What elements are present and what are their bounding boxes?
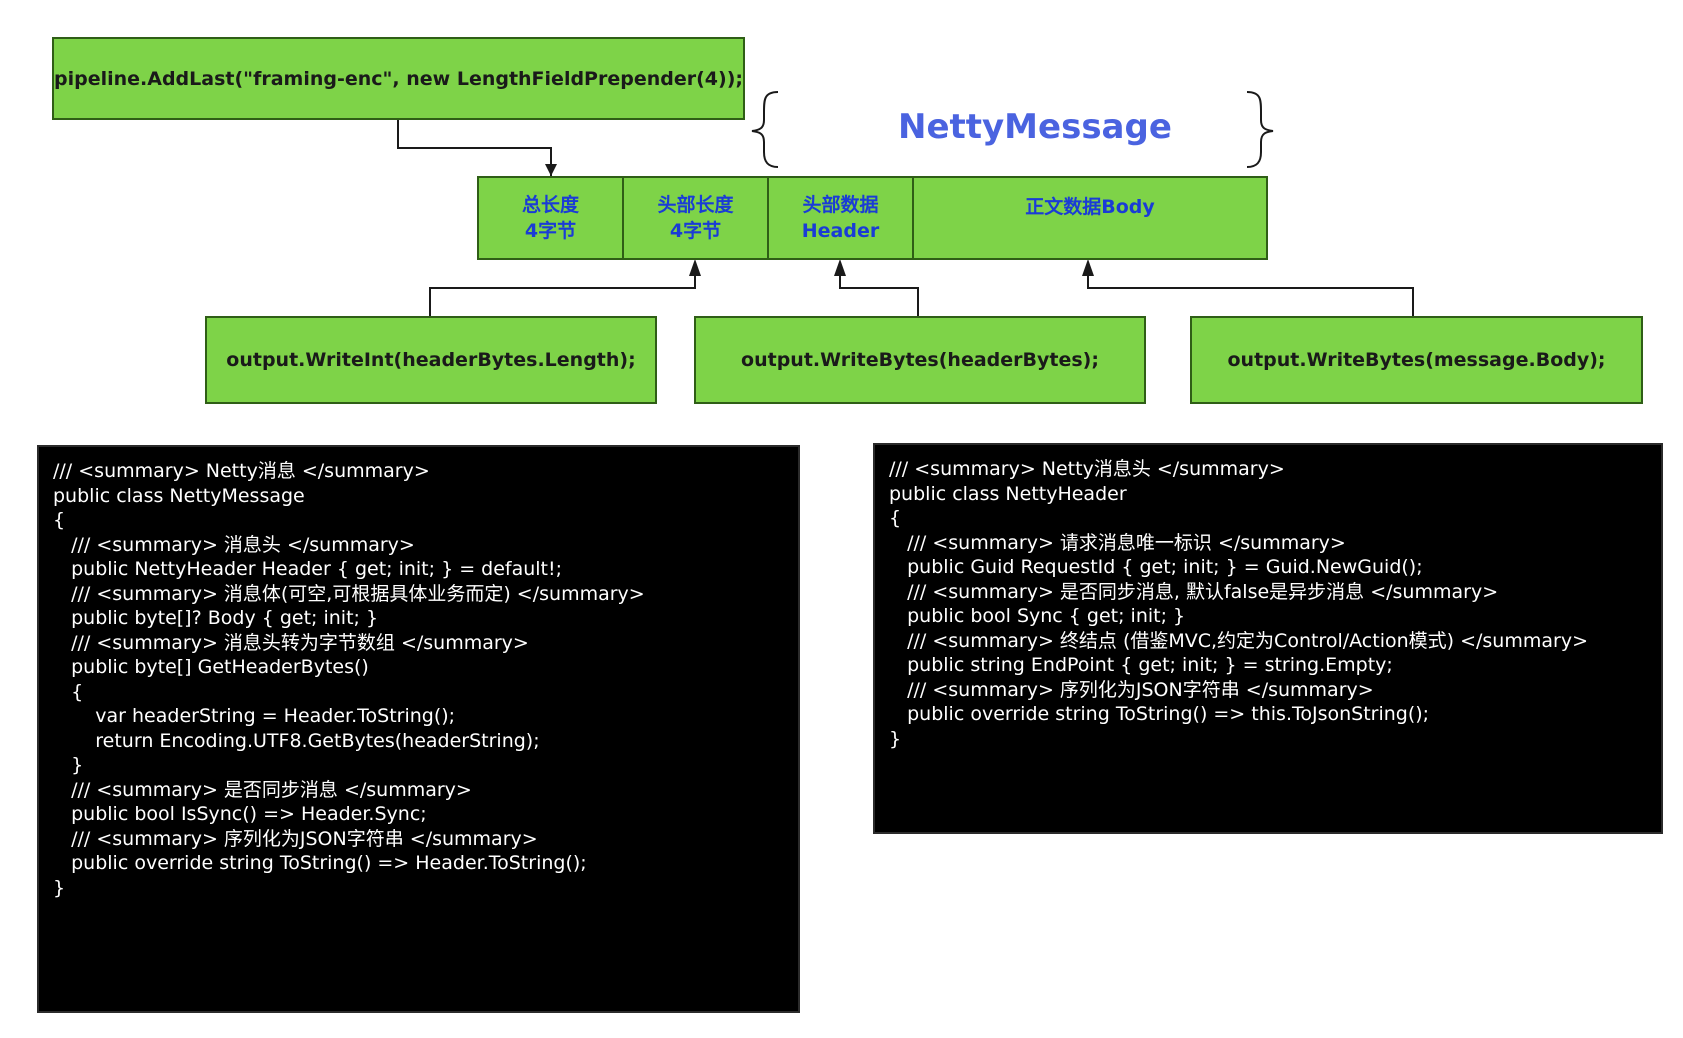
field-header-length-line1: 头部长度 <box>657 194 734 216</box>
code-line: /// <summary> Netty消息 </summary> <box>53 460 430 482</box>
code-line: public byte[] GetHeaderBytes() <box>53 656 369 678</box>
field-body-line1: 正文数据Body <box>1025 196 1155 218</box>
code-line: public override string ToString() => Hea… <box>53 852 587 874</box>
code-line: public override string ToString() => thi… <box>889 703 1430 725</box>
code-line: /// <summary> 终结点 (借鉴MVC,约定为Control/Acti… <box>889 629 1588 652</box>
code-line: { <box>889 507 902 529</box>
write-body-text: output.WriteBytes(message.Body); <box>1227 349 1606 371</box>
code-line: { <box>53 680 84 703</box>
code-line: } <box>53 876 66 899</box>
arrow-writeint-to-header-length <box>429 272 696 316</box>
code-line: public NettyHeader Header { get; init; }… <box>53 558 563 580</box>
netty-header-code-block: /// <summary> Netty消息头 </summary> public… <box>873 443 1663 834</box>
field-header-length: 头部长度 4字节 <box>622 176 769 260</box>
code-line: /// <summary> 消息体(可空,可根据具体业务而定) </summar… <box>53 582 645 605</box>
code-line: /// <summary> 消息头 </summary> <box>53 533 415 556</box>
code-line: } <box>889 727 902 750</box>
left-brace <box>751 91 779 168</box>
code-line: public class NettyHeader <box>889 482 1127 505</box>
field-total-length: 总长度 4字节 <box>477 176 624 260</box>
arrow-writebytes-to-header <box>839 272 919 316</box>
netty-message-code-block: /// <summary> Netty消息 </summary> public … <box>37 445 800 1013</box>
pipeline-add-last-box: pipeline.AddLast("framing-enc", new Leng… <box>52 37 745 120</box>
arrow-writebody-to-body <box>1087 272 1414 316</box>
code-line: /// <summary> 是否同步消息 </summary> <box>53 778 472 801</box>
write-body-box: output.WriteBytes(message.Body); <box>1190 316 1643 404</box>
field-header-length-line2: 4字节 <box>669 220 722 242</box>
field-header-data-line1: 头部数据 <box>802 194 879 216</box>
write-int-box: output.WriteInt(headerBytes.Length); <box>205 316 657 404</box>
code-line: public bool IsSync() => Header.Sync; <box>53 803 427 825</box>
code-line: /// <summary> Netty消息头 </summary> <box>889 458 1285 480</box>
code-line: public byte[]? Body { get; init; } <box>53 607 379 629</box>
code-line: /// <summary> 序列化为JSON字符串 </summary> <box>889 678 1374 701</box>
pipeline-add-last-text: pipeline.AddLast("framing-enc", new Leng… <box>54 67 743 90</box>
right-brace <box>1246 91 1274 168</box>
code-line: public bool Sync { get; init; } <box>889 605 1186 627</box>
code-line: /// <summary> 序列化为JSON字符串 </summary> <box>53 827 538 850</box>
code-line: public Guid RequestId { get; init; } = G… <box>889 556 1423 578</box>
code-line: } <box>53 754 84 776</box>
write-header-bytes-box: output.WriteBytes(headerBytes); <box>694 316 1146 404</box>
code-line: /// <summary> 是否同步消息, 默认false是异步消息 </sum… <box>889 580 1499 603</box>
field-total-length-line1: 总长度 <box>521 194 579 216</box>
write-int-text: output.WriteInt(headerBytes.Length); <box>226 349 636 371</box>
code-line: { <box>53 509 66 531</box>
field-header-data: 头部数据 Header <box>767 176 914 260</box>
field-total-length-line2: 4字节 <box>524 220 577 242</box>
field-header-data-line2: Header <box>801 220 880 242</box>
arrow-top-to-total <box>397 120 552 176</box>
code-line: public class NettyMessage <box>53 484 305 507</box>
code-line: public string EndPoint { get; init; } = … <box>889 654 1393 676</box>
write-header-bytes-text: output.WriteBytes(headerBytes); <box>741 349 1099 371</box>
field-body: 正文数据Body <box>912 176 1268 260</box>
netty-message-title: NettyMessage <box>898 107 1172 147</box>
code-line: /// <summary> 消息头转为字节数组 </summary> <box>53 631 529 654</box>
code-line: return Encoding.UTF8.GetBytes(headerStri… <box>53 729 540 752</box>
code-line: /// <summary> 请求消息唯一标识 </summary> <box>889 531 1346 554</box>
code-line: var headerString = Header.ToString(); <box>53 705 456 727</box>
